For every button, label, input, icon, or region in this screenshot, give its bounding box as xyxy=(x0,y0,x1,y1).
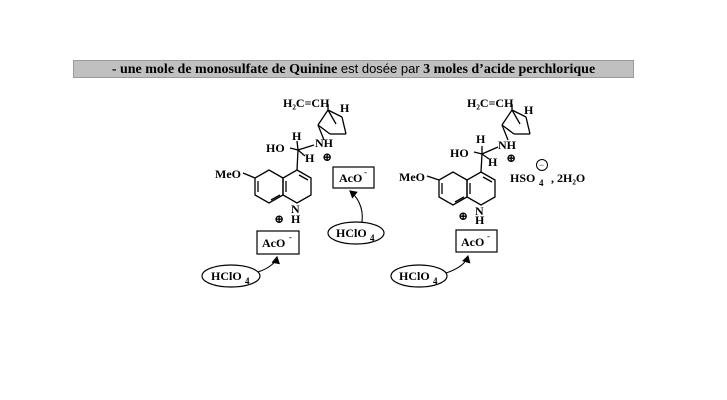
aco-charge: - xyxy=(364,167,367,177)
hclo4-sub: 4 xyxy=(370,233,375,243)
left-aco-box-bottom: AcO - xyxy=(256,230,300,255)
right-meo-label: MeO xyxy=(399,170,425,184)
left-plus-top: ⊕ xyxy=(322,150,332,164)
right-nh-label: NH xyxy=(498,138,517,152)
hclo4-sub: 4 xyxy=(433,276,438,286)
caption-part2: est dosée par xyxy=(340,61,420,76)
caption-part1: - une mole de monosulfate de Quinine xyxy=(111,62,338,77)
left-plus-n: ⊕ xyxy=(274,212,284,226)
left-h-mid: H xyxy=(292,129,302,143)
left-aco-box-top: AcO - xyxy=(332,166,375,189)
hclo4-label: HClO xyxy=(211,269,242,283)
left-quinine-structure: H₂C=CH H H H HO NH ⊕ MeO N H ⊕ xyxy=(215,96,350,226)
hso4-label: HSO xyxy=(510,171,535,185)
right-h-top: H xyxy=(524,103,534,117)
caption-part3: 3 moles d’acide perchlorique xyxy=(423,62,596,77)
right-quinine-structure: H₂C=CH H H H HO NH ⊕ MeO N H ⊕ xyxy=(399,96,534,227)
aco-charge: - xyxy=(289,232,292,242)
right-ho-label: HO xyxy=(450,146,469,160)
hclo4-ellipse-a: HClO 4 xyxy=(327,221,385,245)
hclo4-label: HClO xyxy=(399,269,430,283)
right-aco-box: AcO - xyxy=(455,229,498,253)
right-h-mid: H xyxy=(476,132,486,146)
hso4-label-group: HSO 4 − , 2H₂O xyxy=(510,159,585,188)
right-nh-h: H xyxy=(475,213,485,227)
left-ho-label: HO xyxy=(266,141,285,155)
arrow-hclo4-c xyxy=(445,254,471,274)
caption-banner: - une mole de monosulfate de Quinine est… xyxy=(73,60,634,78)
left-nh-label: NH xyxy=(315,136,334,150)
hclo4-ellipse-b: HClO 4 xyxy=(201,264,261,288)
right-h-lower: H xyxy=(488,155,498,169)
arrow-hclo4-b xyxy=(257,255,281,273)
right-quinuclidine xyxy=(501,104,531,141)
hclo4-label: HClO xyxy=(336,226,367,240)
right-vinyl-label: H₂C=CH xyxy=(467,96,514,110)
aco-label: AcO xyxy=(262,236,285,250)
aco-label: AcO xyxy=(339,171,362,185)
left-vinyl-label: H₂C=CH xyxy=(283,96,330,110)
hso4-charge-circle xyxy=(536,159,548,171)
right-quinoline xyxy=(426,171,496,206)
hso4-sub: 4 xyxy=(539,178,544,188)
right-n-label: N xyxy=(475,204,484,218)
right-plus-n: ⊕ xyxy=(458,209,468,223)
right-plus-top: ⊕ xyxy=(506,151,516,165)
left-quinoline xyxy=(242,169,312,204)
aco-charge: - xyxy=(487,231,490,241)
hclo4-ellipse-c: HClO 4 xyxy=(390,264,448,288)
left-h-lower: H xyxy=(305,151,315,165)
aco-label: AcO xyxy=(461,235,484,249)
left-quinuclidine xyxy=(317,104,347,141)
left-meo-label: MeO xyxy=(215,167,241,181)
left-h-top: H xyxy=(340,101,350,115)
arrow-hclo4-a xyxy=(349,190,363,223)
water-label: , 2H₂O xyxy=(551,171,585,185)
left-n-label: N xyxy=(291,202,300,216)
hso4-charge: − xyxy=(539,160,544,170)
left-nh-h: H xyxy=(291,212,301,226)
hclo4-sub: 4 xyxy=(245,276,250,286)
